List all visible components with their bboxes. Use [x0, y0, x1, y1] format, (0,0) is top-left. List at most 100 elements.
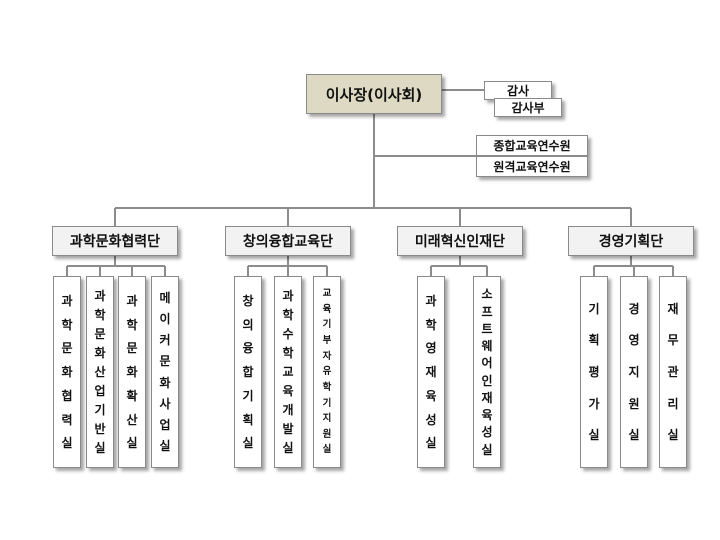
division-box-creative-convergence: 창의융합교육단: [225, 226, 351, 256]
unit-label-char: 화: [159, 375, 171, 390]
unit-label-char: 협: [61, 388, 73, 403]
unit-label-char: 화: [94, 346, 106, 360]
unit-label-char: 교: [322, 288, 332, 300]
unit-label-char: 트: [481, 321, 493, 336]
unit-label-char: 창: [242, 293, 254, 308]
unit-label-char: 학: [425, 317, 437, 332]
audit-department-box: 감사부: [494, 98, 562, 117]
unit-label-char: 자: [322, 350, 332, 362]
unit-label-char: 과: [425, 293, 437, 308]
unit-label-char: 기: [588, 301, 600, 316]
unit-label-char: 과: [126, 293, 138, 308]
unit-label-char: 실: [481, 442, 493, 457]
unit-label-char: 발: [282, 422, 294, 436]
unit-label-char: 융: [242, 341, 254, 356]
unit-label-char: 확: [126, 388, 138, 403]
unit-label-char: 웨: [481, 339, 493, 354]
unit-label-char: 실: [242, 436, 254, 451]
unit-label-char: 관: [667, 364, 679, 379]
unit-label-char: 과: [282, 289, 294, 303]
root-box-chairman: 이사장(이사회): [306, 74, 442, 114]
unit-label-char: 육: [481, 408, 493, 423]
unit-label-char: 영: [425, 341, 437, 356]
unit-label-char: 문: [126, 341, 138, 356]
unit-label-char: 기: [242, 388, 254, 403]
division-box-management-planning: 경영기획단: [568, 226, 694, 256]
unit-label-char: 학: [282, 308, 294, 322]
unit-label-char: 기: [94, 403, 106, 417]
unit-label-char: 화: [61, 365, 73, 379]
unit-label-char: 원: [628, 396, 640, 411]
unit-label-char: 산: [94, 365, 106, 379]
unit-label-char: 획: [242, 412, 254, 427]
unit-label-char: 사: [159, 396, 171, 411]
division-box-future-talent: 미래혁신인재단: [397, 226, 523, 256]
unit-label-char: 합: [242, 365, 254, 379]
unit-label-char: 커: [159, 333, 171, 348]
unit-label-char: 실: [126, 436, 138, 451]
unit-label-char: 부: [322, 335, 332, 346]
unit-label-char: 업: [159, 417, 171, 432]
unit-label-char: 경: [628, 301, 640, 316]
unit-label-char: 인: [481, 373, 493, 388]
unit-label-char: 과: [94, 289, 106, 303]
unit-label-char: 육: [322, 303, 332, 315]
unit-label-char: 수: [282, 327, 294, 341]
unit-label-char: 학: [61, 317, 73, 332]
unit-label-char: 실: [159, 438, 171, 453]
unit-label-char: 학: [322, 381, 332, 393]
unit-label-char: 학: [282, 346, 294, 360]
unit-label-char: 메: [159, 291, 171, 306]
unit-label-char: 리: [667, 396, 679, 411]
unit-label-char: 재: [425, 365, 437, 379]
unit-label-char: 지: [628, 364, 640, 379]
unit-label-char: 실: [322, 444, 332, 456]
unit-label-char: 지: [322, 413, 332, 425]
unit-label-char: 실: [628, 428, 640, 443]
unit-label-char: 문: [61, 341, 73, 356]
unit-label-char: 평: [588, 364, 600, 379]
division-box-science-culture: 과학문화협력단: [52, 226, 178, 256]
unit-label-char: 실: [61, 436, 73, 451]
unit-label-char: 산: [126, 412, 138, 427]
unit-label-char: 과: [61, 293, 73, 308]
institute-box-remote: 원격교육연수원: [476, 156, 588, 177]
unit-label-char: 가: [588, 396, 600, 411]
unit-label-char: 영: [628, 333, 640, 348]
unit-label-char: 무: [667, 333, 679, 348]
unit-label-char: 개: [282, 403, 294, 417]
unit-label-char: 성: [481, 425, 493, 440]
unit-label-char: 재: [481, 390, 493, 405]
unit-label-char: 육: [425, 388, 437, 403]
unit-label-char: 원: [322, 428, 332, 440]
unit-label-char: 력: [61, 412, 73, 427]
unit-label-char: 교: [282, 365, 294, 379]
unit-label-char: 획: [588, 333, 600, 348]
unit-label-char: 실: [425, 436, 437, 451]
unit-label-char: 학: [126, 317, 138, 332]
unit-label-char: 유: [322, 366, 332, 378]
unit-label-char: 기: [322, 397, 332, 409]
unit-label-char: 반: [94, 422, 106, 436]
institute-box-comprehensive: 종합교육연수원: [476, 135, 588, 156]
unit-label-char: 문: [159, 354, 171, 369]
unit-label-char: 학: [94, 308, 106, 322]
unit-label-char: 프: [481, 304, 493, 319]
unit-label-char: 의: [242, 317, 254, 332]
unit-label-char: 어: [481, 356, 493, 371]
unit-label-char: 실: [282, 441, 294, 455]
unit-label-char: 문: [94, 327, 106, 341]
